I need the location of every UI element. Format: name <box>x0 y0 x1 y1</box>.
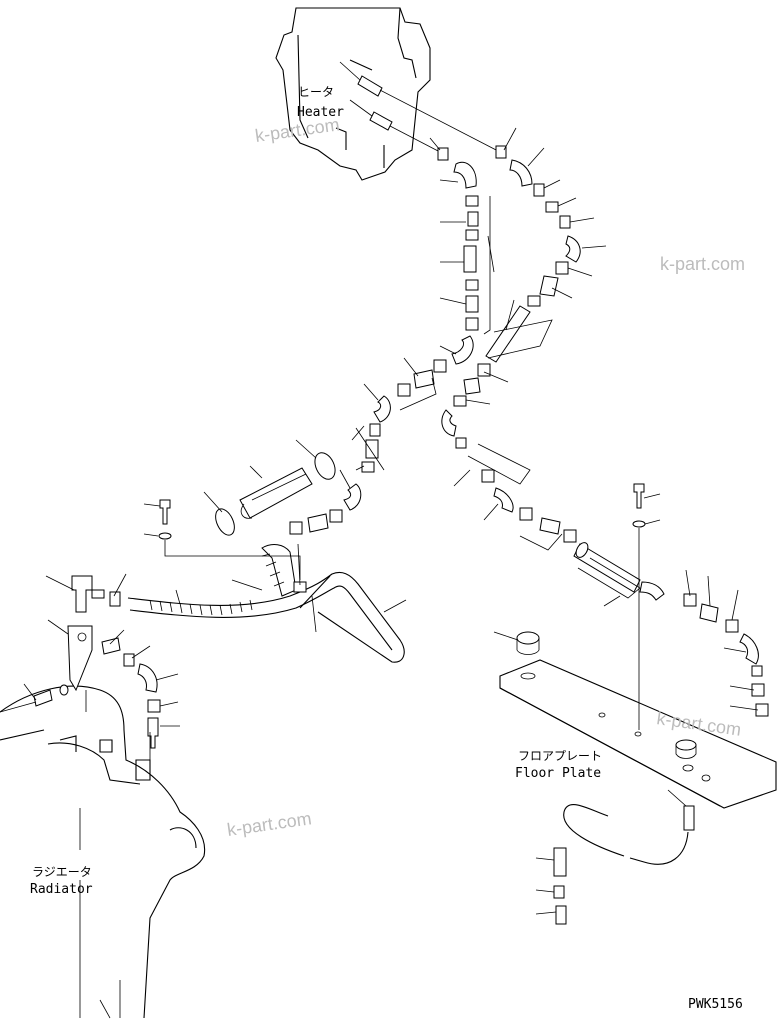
heater-unit <box>275 7 501 181</box>
radiator-label-en: Radiator <box>30 882 93 897</box>
long-hose-loop <box>127 499 407 663</box>
left-hose-chain <box>289 137 495 535</box>
heater-label-en: Heater <box>297 105 344 120</box>
floor-plate-label-en: Floor Plate <box>515 766 601 781</box>
watermark-4: k-part.com <box>226 808 313 840</box>
floor-plate-label-jp: フロアプレート <box>518 749 602 763</box>
right-hose-chain <box>441 127 769 717</box>
radiator-unit <box>0 685 206 1019</box>
watermark-1: k-part.com <box>254 114 341 146</box>
drawing-code: PWK5156 <box>688 997 743 1012</box>
drain-hose <box>535 789 695 925</box>
protective-sleeve <box>203 439 336 536</box>
watermark-2: k-part.com <box>660 254 745 274</box>
drain-valve-assembly <box>0 573 180 770</box>
floor-plate <box>493 483 777 809</box>
radiator-label-jp: ラジエータ <box>32 865 92 879</box>
heater-label-jp: ヒータ <box>298 85 334 99</box>
watermark-3: k-part.com <box>655 708 742 740</box>
